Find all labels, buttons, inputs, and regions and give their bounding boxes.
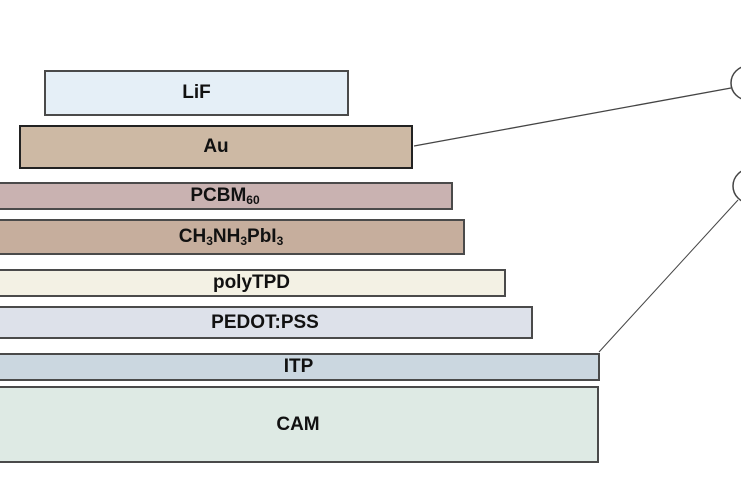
- layer-label: CH3NH3PbI3: [178, 226, 284, 248]
- layer-label: PEDOT:PSS: [211, 311, 319, 333]
- layer-pedot: PEDOT:PSS: [0, 306, 533, 339]
- layer-pcbm: PCBM60: [0, 182, 453, 210]
- layer-label: polyTPD: [212, 272, 291, 293]
- layer-label: PCBM60: [190, 185, 260, 207]
- itp-callout-circle: [732, 170, 741, 202]
- layer-lif: LiF: [44, 70, 349, 116]
- layer-polytpd: polyTPD: [0, 269, 506, 297]
- layer-label: ITP: [283, 356, 314, 377]
- itp-callout-line: [598, 199, 739, 353]
- layer-itp: ITP: [0, 353, 600, 381]
- layer-label: LiF: [182, 82, 211, 103]
- layer-label: Au: [203, 136, 229, 157]
- layer-perovskite: CH3NH3PbI3: [0, 219, 465, 255]
- layer-cam: CAM: [0, 386, 599, 463]
- layer-au: Au: [19, 125, 413, 169]
- au-callout-circle: [730, 66, 741, 100]
- au-callout-line: [413, 87, 732, 147]
- layer-label: CAM: [276, 413, 320, 435]
